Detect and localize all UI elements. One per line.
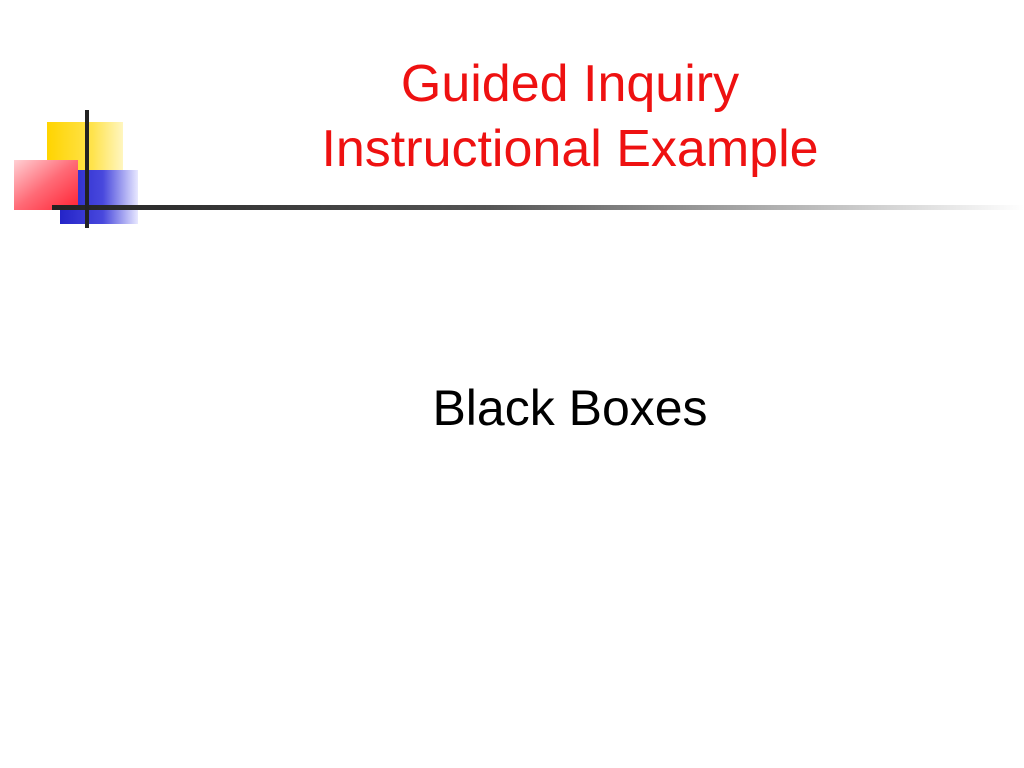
title-line-1: Guided Inquiry	[400, 55, 740, 113]
red-square-icon	[14, 160, 78, 210]
corner-squares-decoration	[14, 110, 1024, 228]
horizontal-rule	[52, 205, 1024, 210]
vertical-rule	[85, 110, 89, 228]
title-line-2: Instructional Example	[321, 120, 819, 178]
slide-title: Guided Inquiry Instructional Example	[180, 52, 960, 182]
slide-body-text: Black Boxes	[432, 380, 708, 436]
